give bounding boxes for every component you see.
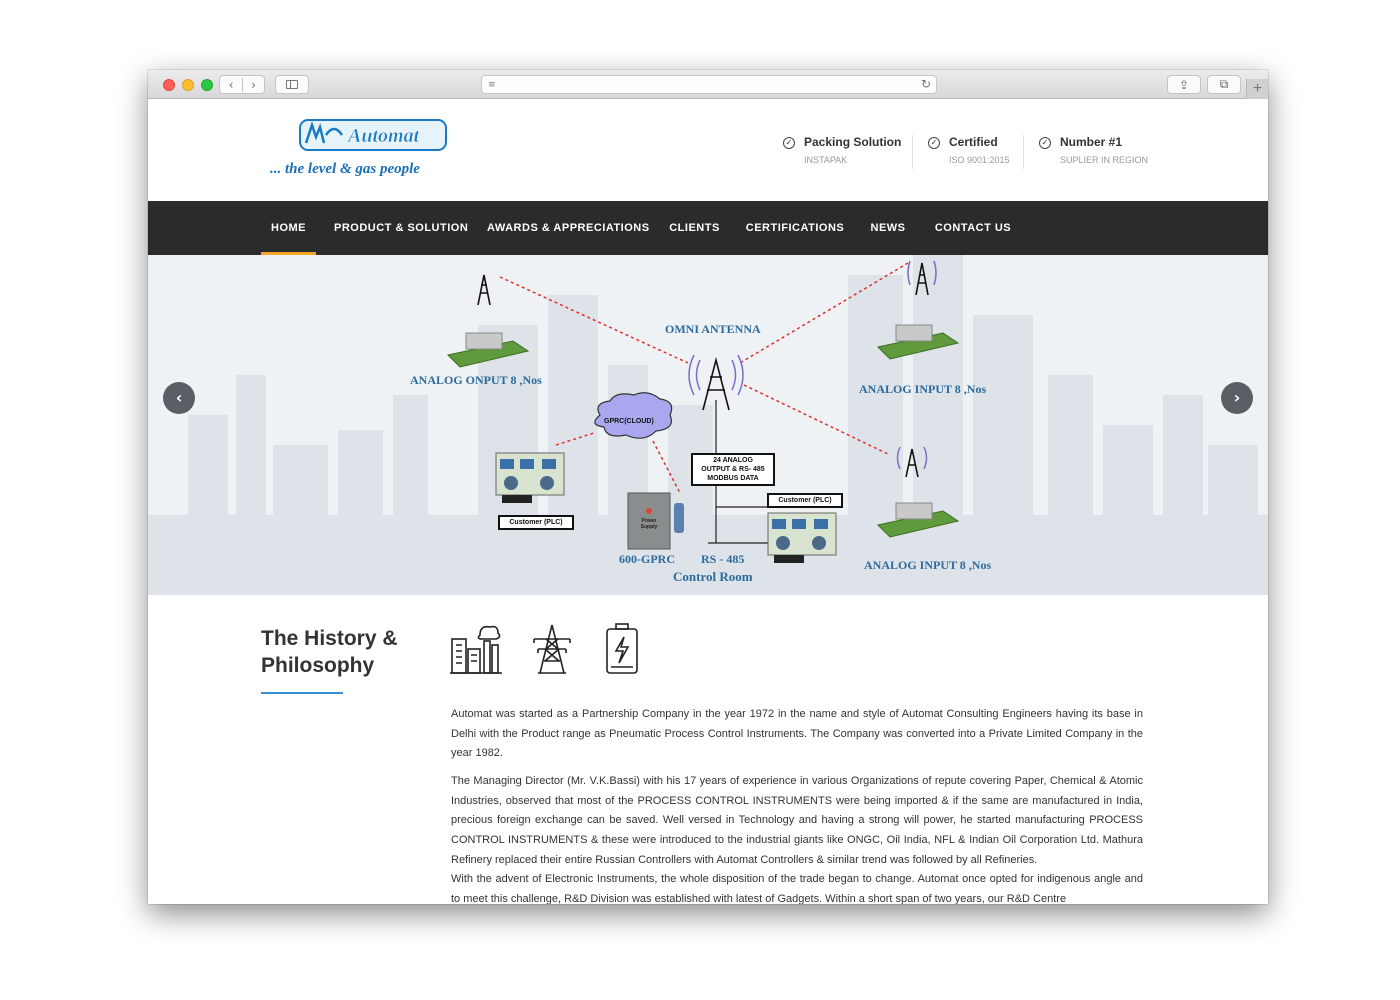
address-bar[interactable]: ≡ ↻ xyxy=(481,75,937,94)
feature-subtitle: ISO 9001:2015 xyxy=(949,155,1010,165)
forward-button[interactable]: › xyxy=(242,77,264,92)
sidebar-toggle-button[interactable] xyxy=(275,75,309,94)
history-nav-buttons: ‹ › xyxy=(219,75,265,94)
check-circle-icon: ✓ xyxy=(1039,137,1051,149)
share-button[interactable]: ⇪ xyxy=(1167,75,1201,94)
modbus-data-box: 24 ANALOG OUTPUT & RS- 485 MODBUS DATA xyxy=(691,453,775,486)
customer-plc-right: Customer (PLC) xyxy=(767,493,843,508)
network-diagram xyxy=(148,255,1268,595)
slider-prev-button[interactable]: ‹ xyxy=(163,382,195,414)
label-cloud: GPRC(CLOUD) xyxy=(604,418,654,425)
data-box-line: 24 ANALOG xyxy=(713,457,753,464)
history-paragraph-2: The Managing Director (Mr. V.K.Bassi) wi… xyxy=(451,775,1143,866)
title-underline xyxy=(261,692,343,694)
slider-next-button[interactable]: › xyxy=(1221,382,1253,414)
sidebar-icon xyxy=(286,80,298,89)
tabs-icon: ⧉ xyxy=(1219,77,1229,91)
check-circle-icon: ✓ xyxy=(928,137,940,149)
nav-clients[interactable]: CLIENTS xyxy=(669,222,720,234)
back-button[interactable]: ‹ xyxy=(228,77,234,92)
city-skyline xyxy=(148,255,1268,595)
feature-divider xyxy=(1023,135,1024,169)
nav-product-solution[interactable]: PRODUCT & SOLUTION xyxy=(334,222,469,234)
hero-slider: OMNI ANTENNA ANALOG ONPUT 8 ,Nos ANALOG … xyxy=(148,255,1268,595)
data-box-line: MODBUS DATA xyxy=(707,475,759,482)
history-paragraph-3: With the advent of Electronic Instrument… xyxy=(451,873,1143,904)
history-section: The History & Philosophy xyxy=(148,595,1268,904)
wireless-links xyxy=(499,262,909,494)
label-600-gprc: 600-GPRC xyxy=(619,552,675,566)
logo-tagline: ... the level & gas people xyxy=(270,161,420,177)
label-control-room: Control Room xyxy=(673,569,753,584)
battery-icon xyxy=(606,623,638,674)
label-analog-input-bottom: ANALOG INPUT 8 ,Nos xyxy=(864,558,992,572)
feature-divider xyxy=(912,135,913,169)
customer-plc-left: Customer (PLC) xyxy=(498,515,574,530)
label-analog-input-top: ANALOG INPUT 8 ,Nos xyxy=(859,382,987,396)
history-paragraph-1: Automat was started as a Partnership Com… xyxy=(451,708,1143,760)
data-box-line: OUTPUT & RS- 485 xyxy=(701,466,765,473)
site-logo[interactable]: Automat ... the level & gas people xyxy=(268,117,468,181)
feature-subtitle: SUPLIER IN REGION xyxy=(1060,155,1149,165)
automat-logo: Automat ... the level & gas people xyxy=(270,119,447,177)
section-title: The History & Philosophy xyxy=(261,627,398,677)
io-modules xyxy=(446,324,960,538)
chevron-left-icon: ‹ xyxy=(175,388,183,407)
reader-icon[interactable]: ≡ xyxy=(488,80,496,90)
label-power-supply: Power Supply xyxy=(640,518,658,530)
label-analog-output: ANALOG ONPUT 8 ,Nos xyxy=(410,373,542,387)
power-tower-icon xyxy=(533,624,571,674)
browser-window: ‹ › ≡ ↻ ⇪ ⧉ + Automat ... the lev xyxy=(148,70,1268,904)
share-icon: ⇪ xyxy=(1178,77,1190,92)
minimize-window-button[interactable] xyxy=(182,79,194,91)
feature-title: Certified xyxy=(949,135,998,149)
tabs-button[interactable]: ⧉ xyxy=(1207,75,1241,94)
cloud-shape xyxy=(594,392,673,439)
nav-news[interactable]: NEWS xyxy=(870,222,906,234)
nav-awards[interactable]: AWARDS & APPRECIATIONS xyxy=(487,222,650,234)
feature-title: Number #1 xyxy=(1060,135,1123,149)
factory-icon xyxy=(450,625,502,674)
zoom-window-button[interactable] xyxy=(201,79,213,91)
close-window-button[interactable] xyxy=(163,79,175,91)
label-rs485: RS - 485 xyxy=(701,552,745,566)
check-circle-icon: ✓ xyxy=(783,137,795,149)
nav-certifications[interactable]: CERTIFICATIONS xyxy=(745,222,845,234)
logo-text: Automat xyxy=(346,125,421,147)
nav-home[interactable]: HOME xyxy=(261,201,316,255)
new-tab-button[interactable]: + xyxy=(1246,79,1268,99)
main-navigation: HOME PRODUCT & SOLUTION AWARDS & APPRECI… xyxy=(148,201,1268,255)
feature-title: Packing Solution xyxy=(804,135,902,149)
control-room-right xyxy=(767,512,837,563)
browser-toolbar: ‹ › ≡ ↻ ⇪ ⧉ + xyxy=(148,70,1268,99)
site-header: Automat ... the level & gas people ✓ Pac… xyxy=(148,99,1268,201)
nav-contact-us[interactable]: CONTACT US xyxy=(934,222,1012,234)
signal-waves xyxy=(688,260,937,470)
control-room-left xyxy=(495,452,565,503)
gprc-device xyxy=(627,492,684,550)
chevron-right-icon: › xyxy=(1233,388,1241,407)
reload-icon[interactable]: ↻ xyxy=(920,77,931,91)
antennas xyxy=(477,262,929,478)
feature-subtitle: INSTAPAK xyxy=(804,155,848,165)
label-omni-antenna: OMNI ANTENNA xyxy=(665,322,761,336)
